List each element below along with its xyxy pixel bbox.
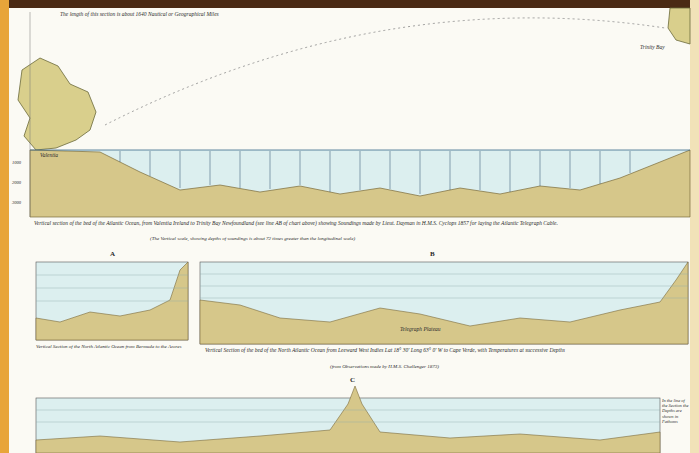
section-a (36, 262, 188, 340)
newfoundland-coast (668, 8, 690, 44)
depth-number: 2000 (12, 180, 30, 185)
section-letter: A (110, 250, 122, 258)
seabed (30, 150, 690, 217)
length-note: The length of this section is about 1640… (60, 11, 360, 17)
section-caption: Vertical section of the bed of the Atlan… (34, 220, 654, 226)
left-bar (0, 0, 9, 453)
depth-number: 3000 (12, 200, 30, 205)
right-bar (690, 0, 699, 453)
section-c (36, 386, 660, 453)
section-b (200, 262, 688, 344)
section-caption: Vertical Section of the bed of the North… (205, 347, 675, 353)
top-bar (0, 0, 699, 8)
source-note: (from Observations made by H.M.S. Challe… (330, 364, 530, 370)
water (30, 150, 690, 217)
ireland-coast (18, 58, 96, 150)
depth-number: 1000 (12, 160, 30, 165)
section-caption: Vertical Section of the North Atlantic O… (36, 344, 196, 350)
sea-surface (30, 150, 690, 151)
route-arc (105, 18, 665, 125)
sounding-lines (120, 151, 630, 194)
section-letter: C (350, 376, 362, 384)
section-letter: B (430, 250, 442, 258)
place-name: Valentia (40, 152, 80, 158)
side-note: In the line of the Section the Depths ar… (662, 398, 690, 424)
top-section (18, 8, 690, 217)
place-name: Trinity Bay (640, 44, 686, 50)
scale-note: (The Vertical scale, showing depths of s… (150, 236, 570, 242)
depth-axis (30, 12, 31, 217)
feature-name: Telegraph Plateau (400, 326, 480, 332)
